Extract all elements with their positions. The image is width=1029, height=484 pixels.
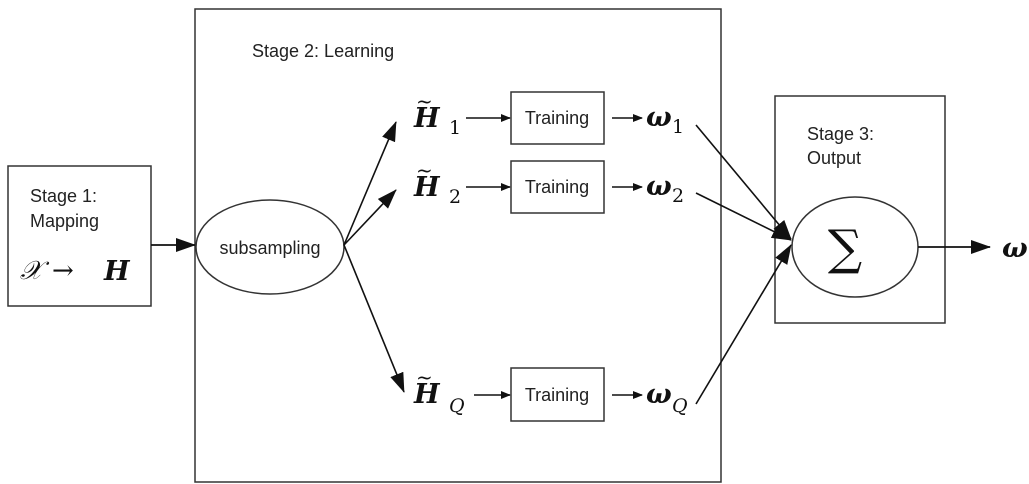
w1-subscript: 1 [672, 116, 684, 138]
subsampling-label: subsampling [219, 238, 320, 258]
arrow-w2-to-sum [695, 192, 792, 241]
mapping-to-symbol: H [103, 256, 131, 287]
hq-subscript: Q [449, 395, 465, 417]
h1-subscript: 1 [449, 117, 461, 139]
stage3-title-line2: Output [807, 148, 861, 168]
w1-symbol: ω [646, 102, 672, 133]
w2-subscript: 2 [672, 185, 684, 207]
arrow-subsampling-to-h2 [343, 189, 397, 246]
training-box-q [510, 367, 605, 422]
h1-tilde: ~ [416, 89, 433, 113]
stage1-box [7, 165, 152, 307]
stage1-title-line2: Mapping [30, 211, 99, 231]
h2-tilde: ~ [416, 158, 433, 182]
w2-symbol: ω [646, 171, 672, 202]
training-label-q: Training [525, 385, 589, 405]
arrow-subsampling-to-h1 [343, 121, 397, 246]
hq-tilde: ~ [416, 365, 433, 389]
output-symbol: ω [1002, 233, 1028, 264]
wq-symbol: ω [646, 379, 672, 410]
h2-symbol: H [413, 172, 441, 203]
branch-q: ~ H Q Training ω Q [413, 365, 688, 422]
training-label-1: Training [525, 108, 589, 128]
training-box-2 [510, 160, 605, 214]
mapping-arrow-symbol: → [52, 256, 74, 286]
branch-1: ~ H 1 Training ω 1 [413, 89, 684, 145]
h1-symbol: H [413, 103, 441, 134]
arrow-wq-to-sum [695, 244, 792, 405]
h2-subscript: 2 [449, 186, 461, 208]
sum-symbol: ∑ [828, 220, 862, 276]
arrow-w1-to-sum [695, 124, 792, 240]
stage2-title: Stage 2: Learning [252, 41, 394, 61]
branch-2: ~ H 2 Training ω 2 [413, 158, 684, 214]
training-label-2: Training [525, 177, 589, 197]
arrow-subsampling-to-hq [343, 244, 405, 393]
stage3-title-line1: Stage 3: [807, 124, 874, 144]
wq-subscript: Q [672, 395, 688, 417]
stage1-title-line1: Stage 1: [30, 186, 97, 206]
hq-symbol: H [413, 379, 441, 410]
training-box-1 [510, 91, 605, 145]
